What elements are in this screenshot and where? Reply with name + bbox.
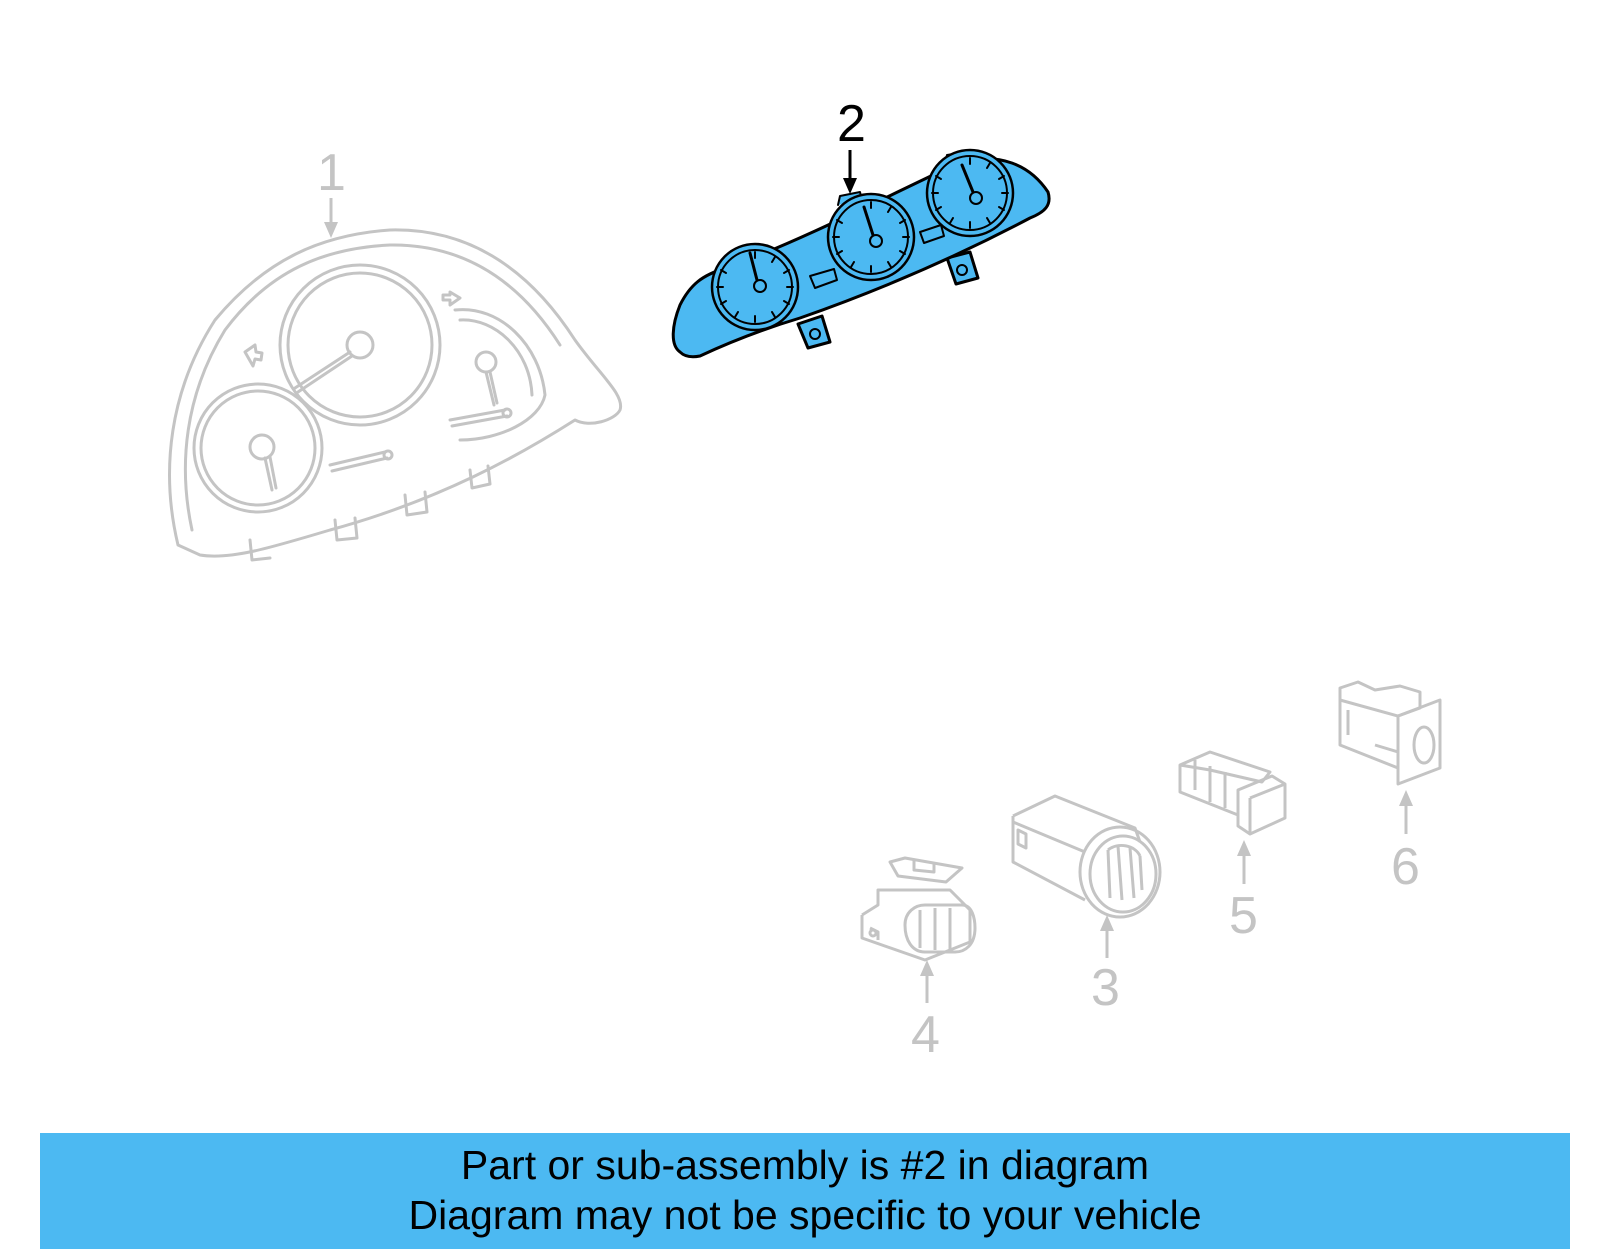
center-auxiliary-gauge — [826, 192, 916, 282]
callout-3[interactable]: 3 — [1091, 915, 1120, 1017]
callout-label-5: 5 — [1229, 887, 1258, 945]
right-auxiliary-gauge — [925, 148, 1015, 238]
left-gauge — [192, 382, 324, 514]
callout-4[interactable]: 4 — [911, 960, 940, 1064]
callout-5[interactable]: 5 — [1229, 840, 1258, 945]
small-switch-part-5[interactable] — [1178, 750, 1287, 836]
auxiliary-gauge-cluster-part-2[interactable] — [671, 148, 1051, 359]
callout-label-4: 4 — [911, 1006, 940, 1064]
instrument-cluster-part-1[interactable] — [168, 228, 623, 562]
indicator-window-left — [809, 268, 838, 289]
callout-arrowhead-3 — [1100, 915, 1114, 931]
callout-arrowhead-6 — [1399, 790, 1413, 806]
switch-housing-part-6[interactable] — [1338, 680, 1442, 786]
headlight-switch-part-3[interactable] — [1011, 794, 1162, 919]
callout-6[interactable]: 6 — [1391, 790, 1420, 896]
left-auxiliary-gauge — [710, 242, 800, 332]
callout-label-2: 2 — [837, 95, 866, 153]
left-arrow-icon — [243, 343, 264, 368]
dimmer-switch-part-4[interactable] — [860, 856, 977, 962]
right-arrow-icon — [441, 290, 462, 307]
speedometer-gauge — [278, 263, 442, 427]
callout-1[interactable]: 1 — [317, 144, 346, 238]
banner-line-disclaimer: Diagram may not be specific to your vehi… — [408, 1192, 1202, 1238]
callout-arrowhead-4 — [920, 960, 934, 976]
callout-arrowhead-2 — [843, 178, 857, 194]
callout-arrowhead-5 — [1237, 840, 1251, 856]
indicator-window-right — [919, 224, 945, 244]
callout-label-3: 3 — [1091, 959, 1120, 1017]
callout-arrowhead-1 — [324, 222, 338, 238]
callout-label-1: 1 — [317, 144, 346, 202]
banner-line-part-note: Part or sub-assembly is #2 in diagram — [460, 1142, 1150, 1188]
callout-label-6: 6 — [1391, 838, 1420, 896]
info-banner: Part or sub-assembly is #2 in diagram Di… — [40, 1133, 1570, 1249]
callout-2[interactable]: 2 — [837, 95, 866, 194]
right-gauge — [453, 308, 547, 442]
